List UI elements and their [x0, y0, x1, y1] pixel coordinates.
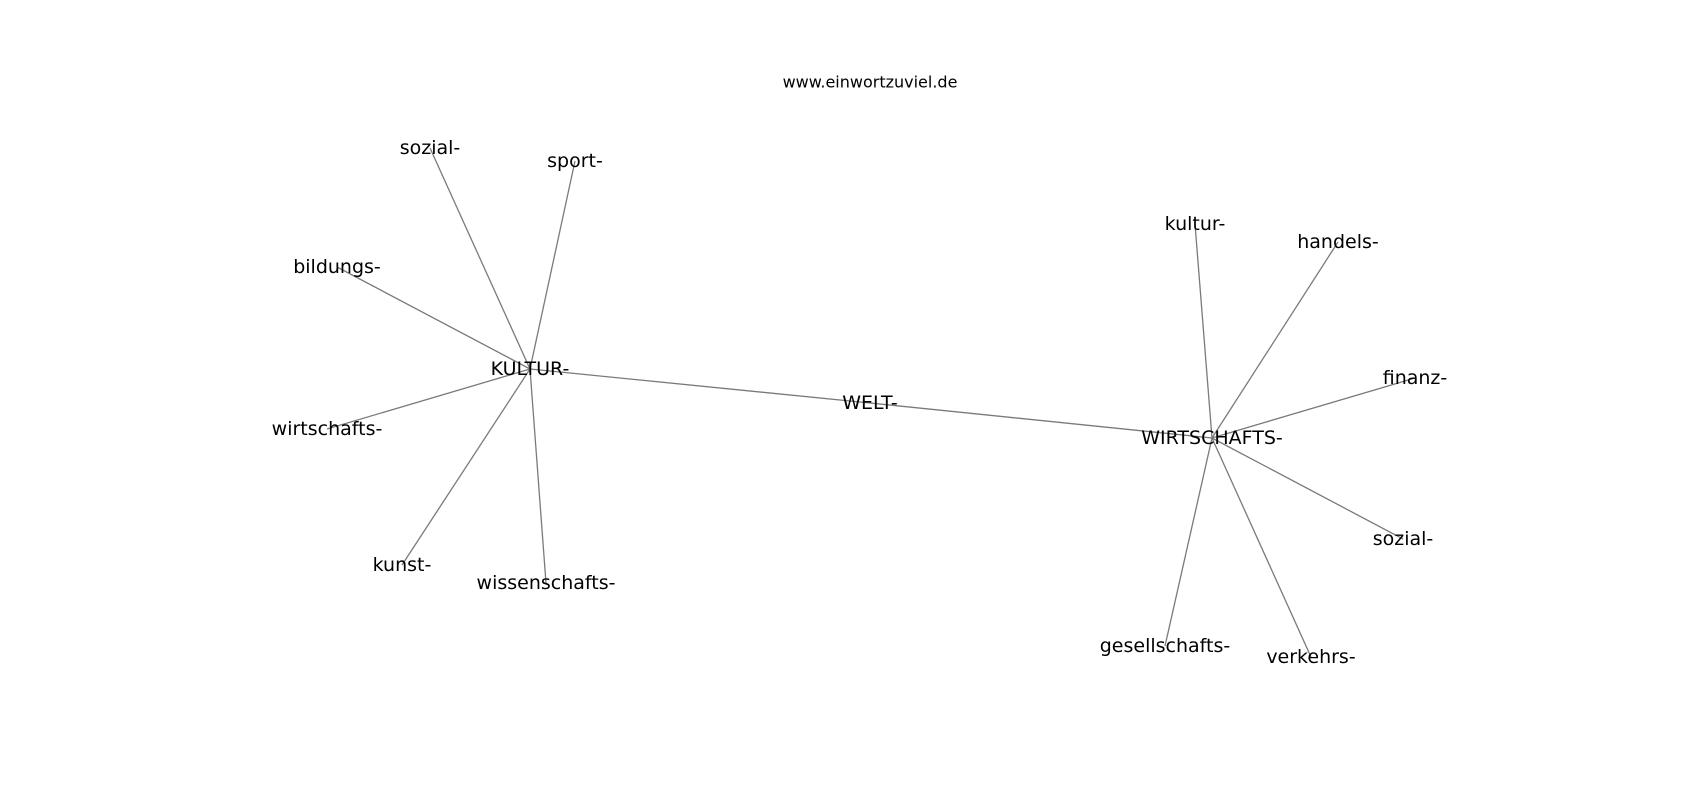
- node-label-kultur_hub: KULTUR-: [491, 358, 570, 380]
- nodes-layer: WELT- KULTUR- WIRTSCHAFTS-sozial-sport-bil…: [272, 137, 1448, 668]
- edge-kultur_hub-k_wirtschafts: [326, 368, 531, 430]
- node-label-w_sozial: sozial-: [1373, 528, 1434, 550]
- edge-wirtschafts_hub-w_verkehrs: [1211, 437, 1312, 658]
- edge-wirtschafts_hub-w_handels: [1211, 241, 1339, 439]
- node-label-welt: WELT-: [842, 392, 897, 414]
- edge-kultur_hub-k_sozial: [429, 147, 531, 370]
- edge-wirtschafts_hub-w_gesellschafts: [1164, 437, 1213, 647]
- edge-kultur_hub-k_kunst: [401, 368, 531, 566]
- edge-welt-wirtschafts_hub: [869, 402, 1213, 439]
- watermark-url: www.einwortzuviel.de: [783, 73, 958, 92]
- node-label-w_kultur: kultur-: [1165, 213, 1226, 235]
- edge-kultur_hub-k_sport: [529, 160, 576, 370]
- node-label-k_wissenschafts: wissenschafts-: [477, 572, 616, 594]
- node-label-k_wirtschafts: wirtschafts-: [272, 418, 383, 440]
- node-label-w_handels: handels-: [1297, 231, 1379, 253]
- edges-layer: [326, 147, 1416, 658]
- node-label-k_sozial: sozial-: [400, 137, 461, 159]
- edge-kultur_hub-k_wissenschafts: [529, 368, 547, 584]
- node-label-w_gesellschafts: gesellschafts-: [1100, 635, 1231, 657]
- node-label-w_finanz: finanz-: [1383, 367, 1448, 389]
- node-label-w_verkehrs: verkehrs-: [1266, 646, 1355, 668]
- edge-kultur_hub-k_bildungs: [336, 266, 531, 370]
- node-label-k_bildungs: bildungs-: [293, 256, 381, 278]
- edge-welt-kultur_hub: [529, 368, 871, 404]
- node-label-k_sport: sport-: [547, 150, 603, 172]
- edge-wirtschafts_hub-w_kultur: [1194, 223, 1213, 439]
- edge-wirtschafts_hub-w_finanz: [1211, 377, 1416, 439]
- node-label-k_kunst: kunst-: [373, 554, 432, 576]
- edge-wirtschafts_hub-w_sozial: [1211, 437, 1404, 540]
- node-label-wirtschafts_hub: WIRTSCHAFTS-: [1141, 427, 1283, 449]
